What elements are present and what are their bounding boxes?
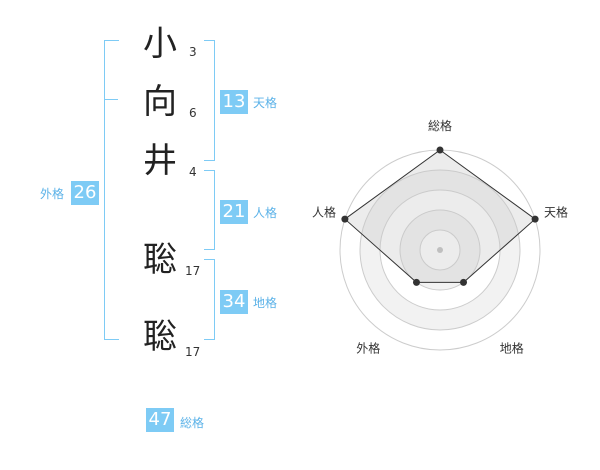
stroke-count-2: 6: [189, 106, 197, 120]
radar-axis-label-4: 外格: [356, 341, 380, 356]
soukaku-score: 47: [146, 408, 174, 432]
stroke-count-4: 17: [185, 264, 201, 278]
soukaku-label: 総格: [180, 416, 205, 430]
radar-point-4: [412, 278, 420, 286]
jinkaku-label: 人格: [253, 206, 278, 220]
name-char-1: 小: [143, 24, 177, 64]
radar-center-dot: [437, 247, 443, 253]
radar-axis-label-5: 人格: [312, 204, 336, 219]
gaikaku-label: 外格: [40, 187, 65, 201]
stroke-count-3: 4: [189, 165, 197, 179]
radar-point-3: [460, 278, 468, 286]
tenkaku-score: 13: [220, 90, 248, 114]
stroke-count-1: 3: [189, 45, 197, 59]
chikaku-bracket: [204, 259, 215, 340]
radar-point-2: [531, 215, 539, 223]
radar-series-polygon: [344, 149, 536, 283]
jinkaku-score: 21: [220, 200, 248, 224]
radar-axis-label-2: 天格: [544, 204, 568, 219]
stroke-count-5: 17: [185, 345, 201, 359]
radar-point-1: [436, 146, 444, 154]
name-char-4: 聡: [143, 240, 177, 280]
radar-point-5: [341, 215, 349, 223]
jinkaku-bracket: [204, 170, 215, 250]
radar-grid: [339, 149, 541, 351]
name-char-3: 井: [143, 141, 177, 181]
tenkaku-label: 天格: [253, 96, 278, 110]
gaikaku-score: 26: [71, 181, 99, 205]
name-char-2: 向: [143, 82, 177, 122]
radar-axis-label-1: 総格: [428, 118, 452, 133]
chikaku-label: 地格: [253, 296, 278, 310]
name-char-5: 聡: [143, 317, 177, 357]
tenkaku-bracket: [204, 40, 215, 161]
radar-series: [341, 146, 539, 286]
radar-axis-label-3: 地格: [500, 341, 524, 356]
chikaku-score: 34: [220, 290, 248, 314]
gaikaku-bracket-tick: [104, 99, 118, 100]
gaikaku-bracket: [104, 40, 119, 340]
